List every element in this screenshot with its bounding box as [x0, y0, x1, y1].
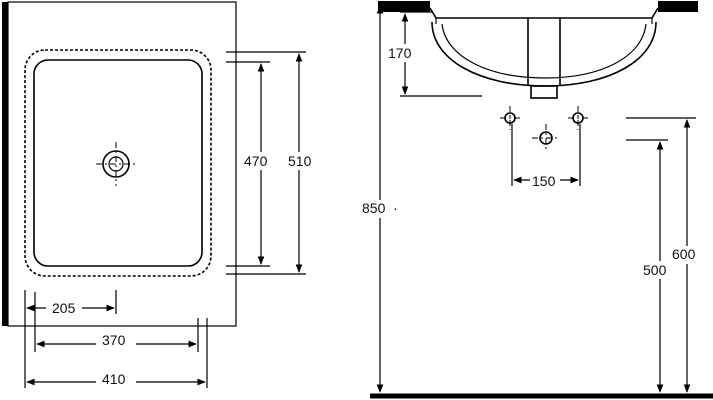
drain-outlet-symbol [532, 124, 560, 152]
dim-label-tap-spacing: 150 [532, 173, 556, 189]
dim-label-drain-offset: 205 [52, 300, 76, 316]
dim-label-drain-height: 500 [643, 262, 667, 278]
inlet-right-symbol [568, 106, 588, 130]
basin-section [429, 7, 659, 87]
dim-label-mount-height: 850 [362, 200, 386, 216]
countertop-outline [7, 1, 237, 327]
countertop-left [378, 1, 430, 12]
countertop-right [658, 1, 698, 12]
inlet-left-symbol [500, 106, 520, 130]
basin-outer-rim [24, 49, 212, 277]
dim-label-overall-width: 410 [102, 371, 126, 387]
drain-symbol [96, 142, 136, 186]
dim-label-bowl-width: 370 [102, 332, 126, 348]
plan-view: 470 510 205 370 410 [2, 1, 322, 388]
dim-tick-dot: · [393, 200, 398, 216]
dim-label-inlet-height: 600 [672, 246, 696, 262]
drain-pipe [527, 18, 561, 99]
basin-inner-bowl [33, 59, 203, 267]
dim-label-bowl-depth: 170 [388, 45, 412, 61]
dim-label-bowl-length: 470 [244, 153, 268, 169]
elevation-view: 170 150 850 · 500 600 [360, 1, 713, 399]
dim-label-overall-length: 510 [288, 153, 312, 169]
